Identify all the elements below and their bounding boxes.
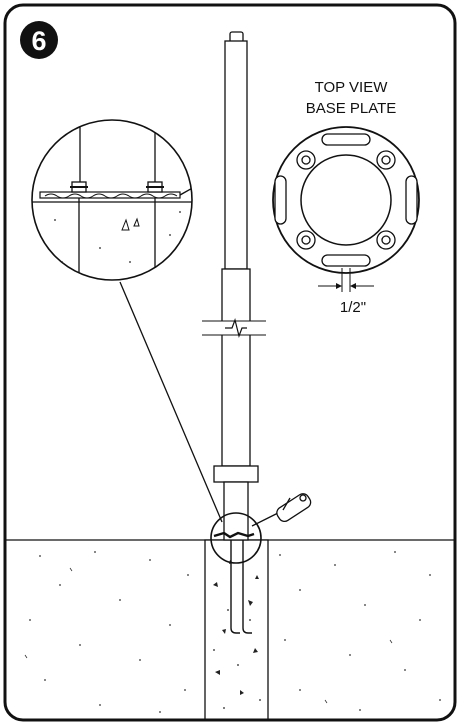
detail-focus-circle <box>210 512 262 564</box>
pole <box>202 31 266 541</box>
dimension-label: 1/2" <box>340 299 366 316</box>
wrench-icon <box>251 493 312 527</box>
ground <box>5 539 455 720</box>
step-number: 6 <box>31 26 46 56</box>
anchor-bolt-left <box>230 540 240 634</box>
top-view-label: TOP VIEW <box>315 79 389 96</box>
footing-aggregate <box>213 560 261 709</box>
top-view-base-plate <box>272 126 420 292</box>
base-plate-bolts <box>296 150 396 250</box>
anchor-bolt-right <box>242 540 252 634</box>
step-badge <box>20 21 58 59</box>
concrete-footing <box>204 539 269 720</box>
base-plate-section <box>213 531 255 539</box>
detail-leader-line <box>119 281 223 523</box>
magnified-base-view <box>31 119 193 281</box>
panel-border <box>3 3 457 722</box>
dimension-marker <box>318 268 374 292</box>
base-plate-label: BASE PLATE <box>306 100 397 117</box>
